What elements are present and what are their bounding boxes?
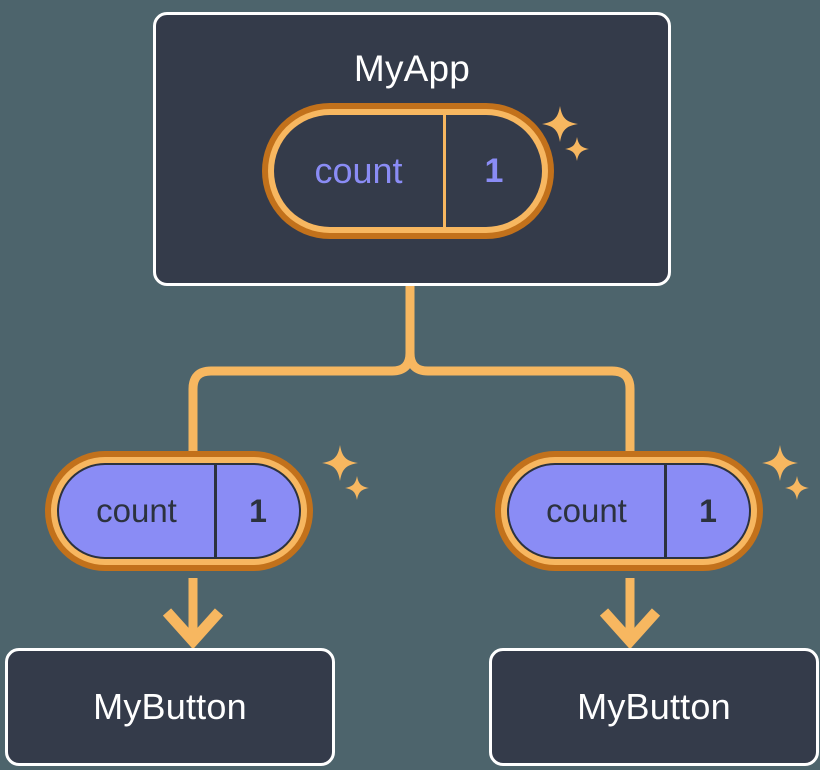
state-key-label: count <box>274 115 446 227</box>
pill-outer-ring: count 1 <box>495 451 763 571</box>
state-pill-root[interactable]: count 1 <box>262 103 554 239</box>
state-pill-child-left[interactable]: count 1 <box>45 451 313 571</box>
component-label: MyButton <box>577 686 731 727</box>
pill-outer-ring: count 1 <box>45 451 313 571</box>
connector-branch-right <box>405 352 635 455</box>
pill-body: count 1 <box>57 463 301 559</box>
pill-outer-ring: count 1 <box>262 103 554 239</box>
pill-inner-ring: count 1 <box>51 457 307 565</box>
component-label: MyButton <box>93 686 247 727</box>
pill-inner-ring: count 1 <box>268 109 548 233</box>
page-title: MyApp <box>353 48 471 89</box>
state-value-label: 1 <box>484 151 504 190</box>
state-value-label: 1 <box>249 492 267 529</box>
arrow-down-icon-left <box>162 578 224 650</box>
state-pill-child-right[interactable]: count 1 <box>495 451 763 571</box>
component-card-mybutton-right[interactable]: MyButton <box>489 648 819 766</box>
component-card-mybutton-left[interactable]: MyButton <box>5 648 335 766</box>
state-value-label: 1 <box>699 492 717 529</box>
connector-branch-left <box>188 352 415 455</box>
pill-inner-ring: count 1 <box>501 457 757 565</box>
pill-body: count 1 <box>274 115 542 227</box>
state-key-label: count <box>509 465 667 557</box>
arrow-down-icon-right <box>599 578 661 650</box>
state-key-label: count <box>59 465 217 557</box>
pill-body: count 1 <box>507 463 751 559</box>
